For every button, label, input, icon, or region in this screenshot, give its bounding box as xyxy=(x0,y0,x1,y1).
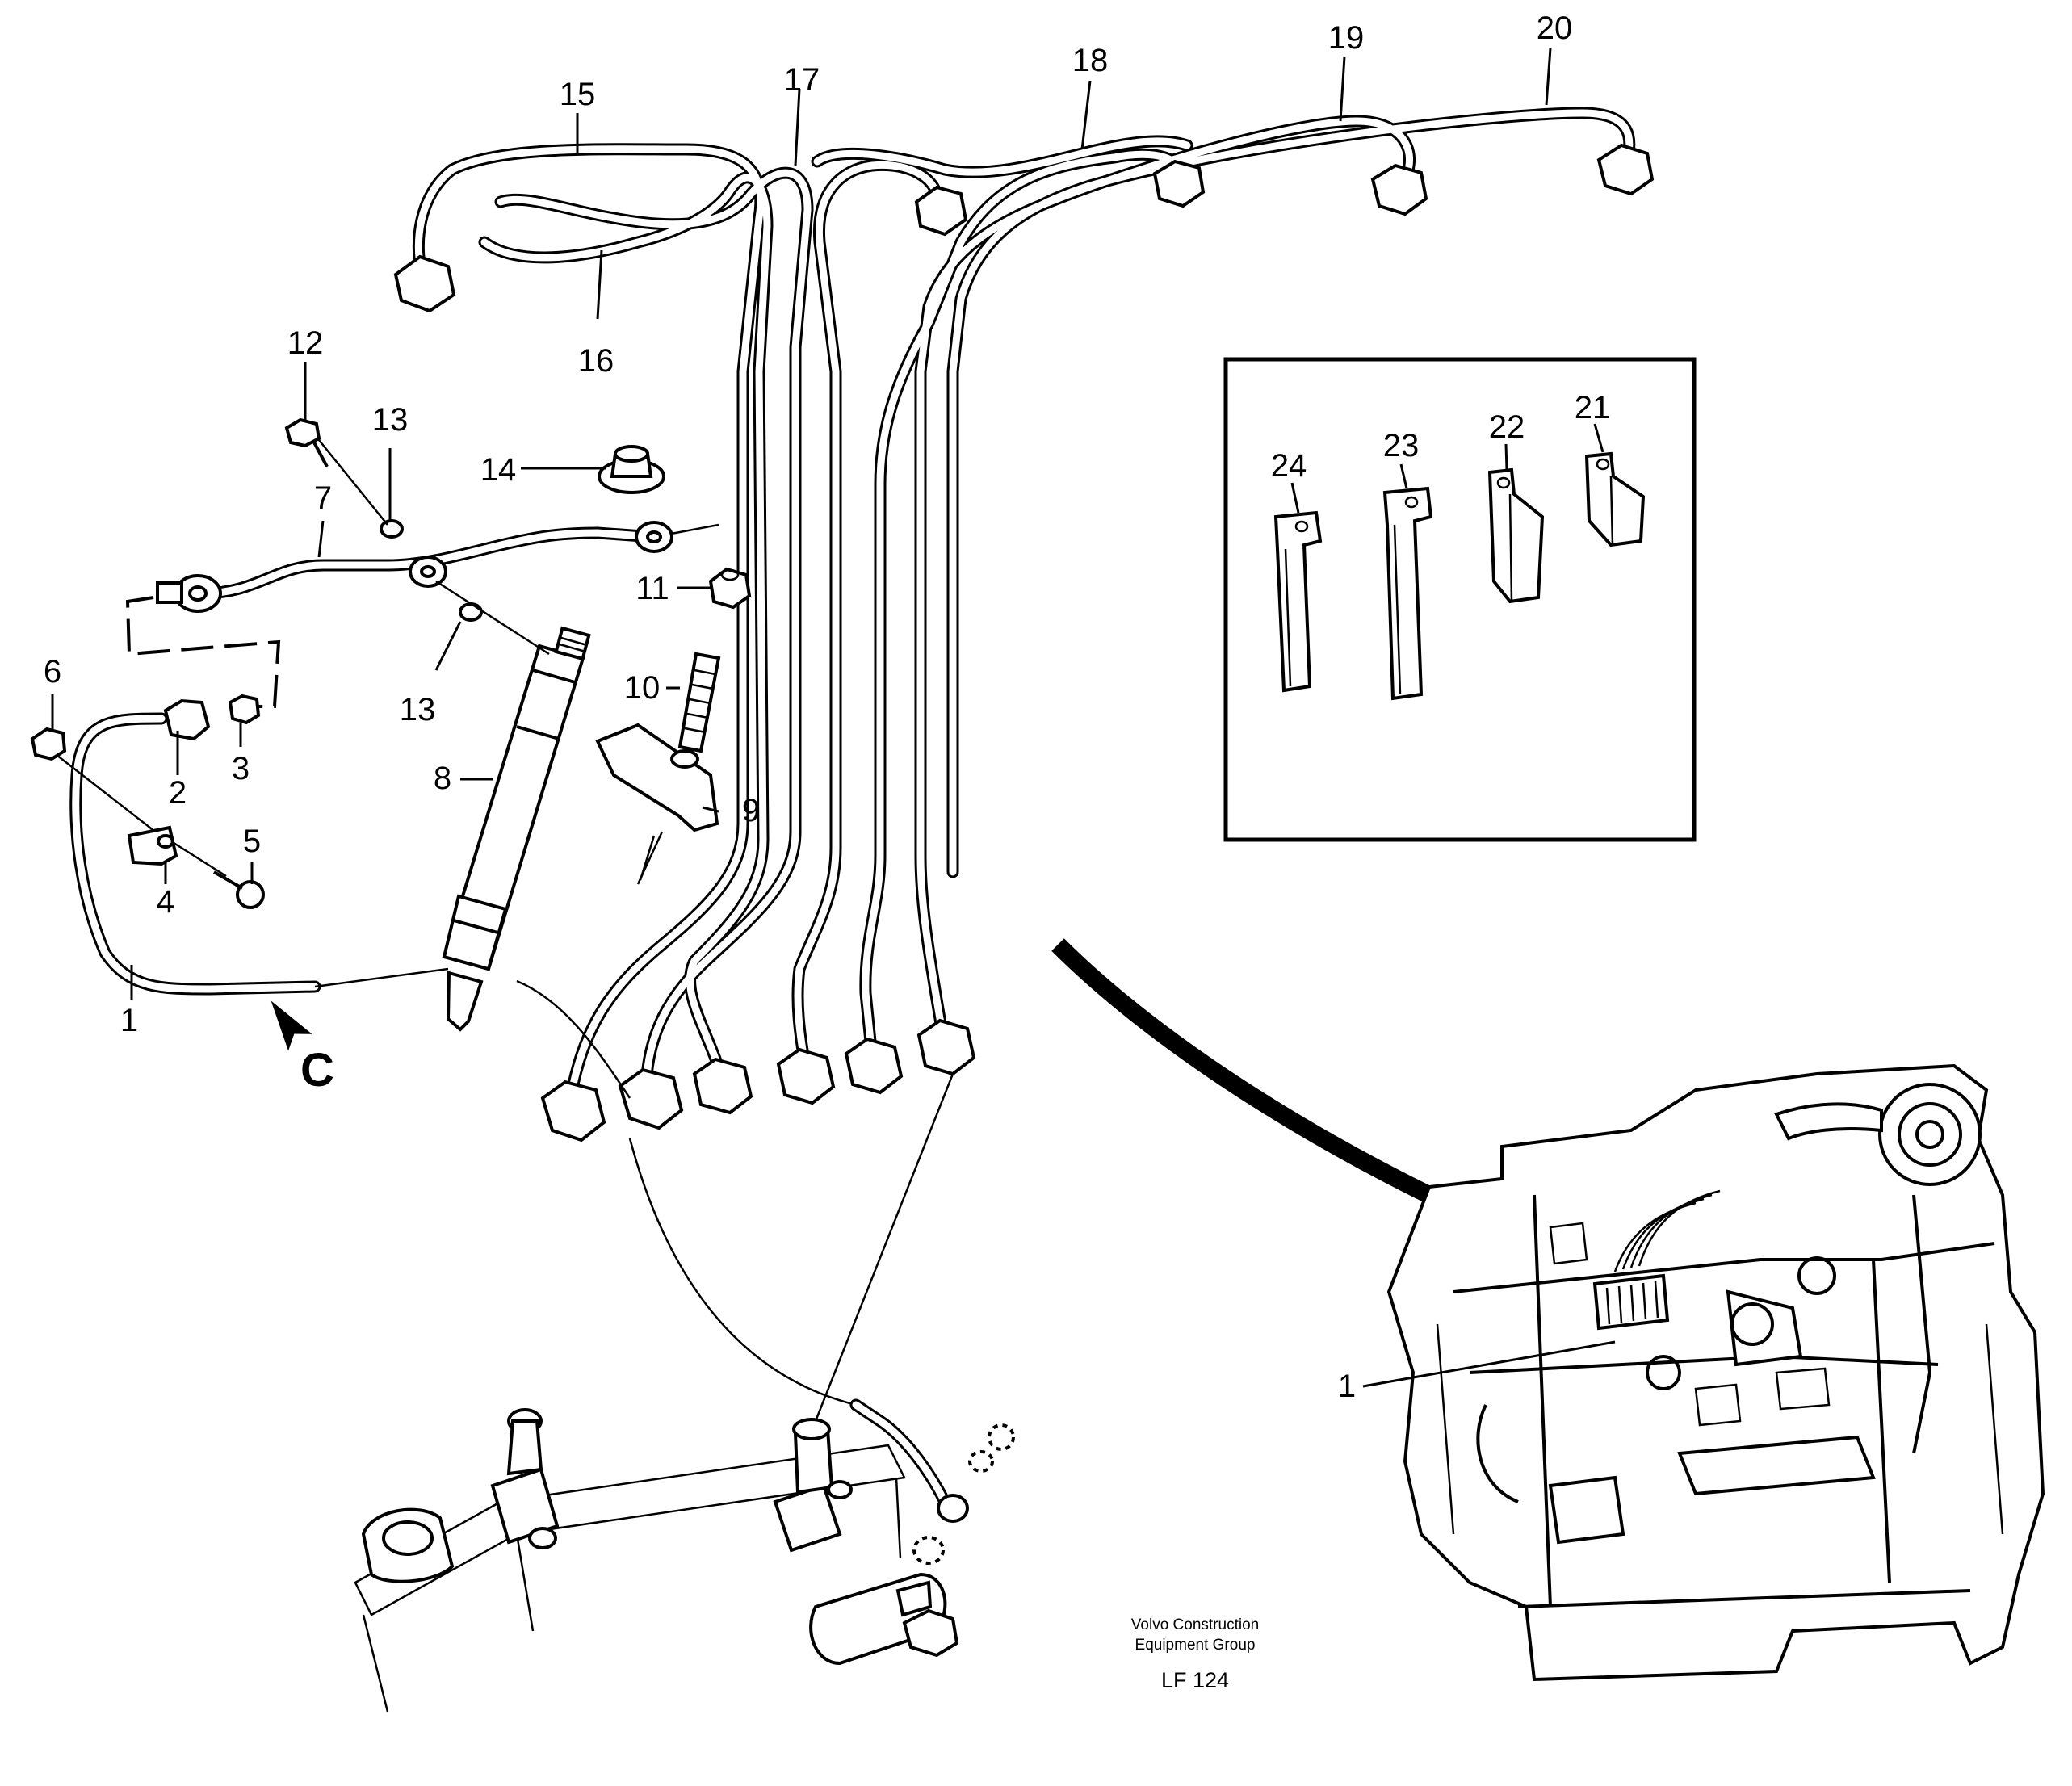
lower-pipe-nuts xyxy=(540,1018,976,1142)
credit-line-1: Volvo Construction xyxy=(1131,1616,1259,1633)
injection-pipe-outline xyxy=(859,148,1186,1064)
label-11: 11 xyxy=(635,571,669,606)
upper-pipe-nuts xyxy=(393,143,1655,313)
label-15: 15 xyxy=(560,77,596,112)
injection-pump-detail xyxy=(354,1398,1015,1713)
label-4: 4 xyxy=(157,884,174,920)
injection-pipe-fill xyxy=(414,145,765,1110)
injection-pipe-fill xyxy=(813,137,1191,176)
view-arrow-c xyxy=(271,1000,312,1051)
clamp-22 xyxy=(1487,467,1545,604)
clamp-21 xyxy=(1584,451,1646,547)
label-2: 2 xyxy=(169,775,187,811)
label-12: 12 xyxy=(287,325,324,361)
return-pipe xyxy=(30,694,954,1422)
label-18: 18 xyxy=(1072,43,1109,78)
credit-block: Volvo Construction Equipment Group LF 12… xyxy=(1131,1616,1259,1692)
clamp-24 xyxy=(1273,510,1323,693)
label-17: 17 xyxy=(784,62,820,98)
stud-and-nut xyxy=(677,567,752,753)
label-22: 22 xyxy=(1489,409,1525,445)
label-23: 23 xyxy=(1383,428,1420,463)
label-14: 14 xyxy=(480,452,517,488)
label-1-engine: 1 xyxy=(1338,1369,1356,1404)
sealing-washer xyxy=(598,445,665,494)
clamp-yoke xyxy=(595,723,719,885)
credit-line-2: Equipment Group xyxy=(1135,1637,1256,1654)
injection-pipe-fill xyxy=(794,161,942,1074)
label-13-lower: 13 xyxy=(400,692,436,727)
drawing-code: LF 124 xyxy=(1161,1668,1229,1692)
label-7: 7 xyxy=(314,480,332,516)
clamp-23 xyxy=(1382,486,1433,701)
engine-view xyxy=(1362,1063,2045,1682)
label-6: 6 xyxy=(44,654,61,690)
label-16: 16 xyxy=(578,343,614,379)
label-10: 10 xyxy=(624,670,661,706)
label-9: 9 xyxy=(742,793,760,828)
label-24: 24 xyxy=(1271,448,1307,484)
injection-pipe-fill xyxy=(480,174,771,1086)
label-3: 3 xyxy=(232,751,250,786)
label-5: 5 xyxy=(243,824,261,859)
injection-pipe-bundle xyxy=(412,107,1636,1113)
view-marker-label: C xyxy=(300,1044,334,1096)
injection-pipe-fill xyxy=(949,109,1634,876)
part-labels: 1 2 3 4 5 6 7 8 9 10 11 12 13 13 14 15 1… xyxy=(44,10,1610,1404)
label-20: 20 xyxy=(1537,10,1573,46)
injector xyxy=(442,626,591,1032)
label-13-upper: 13 xyxy=(372,402,409,438)
injection-pipe-fill xyxy=(862,150,1184,1062)
leak-off-line xyxy=(156,417,719,656)
label-1: 1 xyxy=(120,1003,138,1038)
leader-lines xyxy=(51,48,1604,1000)
clamps-inset xyxy=(1223,357,1697,842)
dashed-connection xyxy=(125,596,281,708)
label-19: 19 xyxy=(1328,20,1365,56)
label-21: 21 xyxy=(1575,390,1611,426)
label-8: 8 xyxy=(434,761,451,796)
